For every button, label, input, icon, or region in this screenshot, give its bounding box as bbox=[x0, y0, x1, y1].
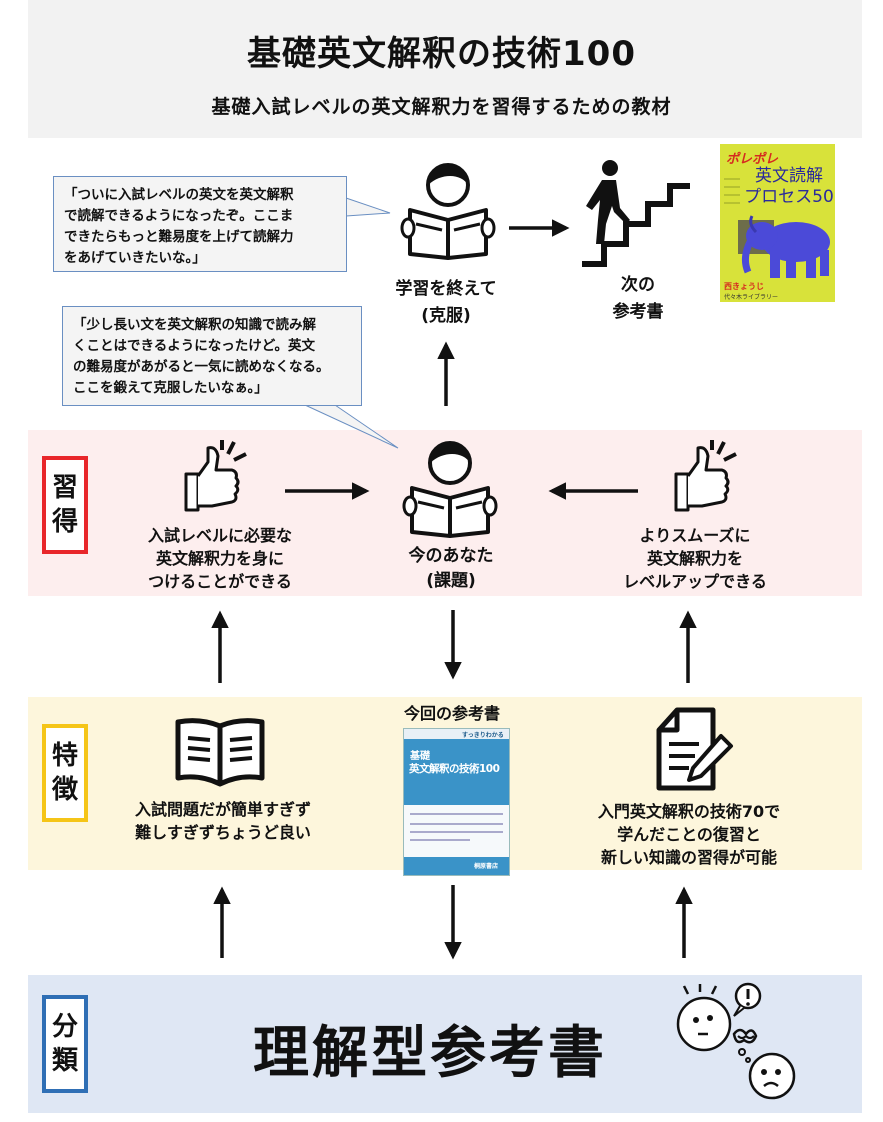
bubble-line: できたらもっと難易度を上げて読解力 bbox=[64, 229, 294, 245]
tag-char: 得 bbox=[51, 507, 78, 537]
next-book-title-line: プロセス50 bbox=[744, 187, 834, 207]
tag-char: 類 bbox=[51, 1046, 78, 1076]
document-pen-icon bbox=[656, 707, 733, 791]
shuutoku-left-caption: 入試レベルに必要な 英文解釈力を身に つけることができる bbox=[120, 524, 320, 593]
tag-char: 特 bbox=[51, 741, 78, 771]
bubble-line: で読解できるようになったぞ。ここま bbox=[64, 208, 294, 224]
current-book-publisher: 桐原書店 bbox=[474, 863, 499, 870]
current-book-label: 今回の参考書 bbox=[403, 704, 500, 723]
bubble-line: くことはできるようになったけど。英文 bbox=[73, 338, 316, 354]
header-panel bbox=[28, 0, 862, 138]
bubble-line: をあげていきたいな。」 bbox=[64, 250, 206, 266]
caption-line: 難しすぎずちょうど良い bbox=[135, 823, 311, 842]
mid-bubble-tail bbox=[304, 404, 399, 449]
current-book-kicker: 基礎 bbox=[410, 751, 430, 762]
caption-line: 参考書 bbox=[612, 302, 664, 322]
tokuchou-right-caption: 入門英文解釈の技術70で 学んだことの復習と 新しい知識の習得が可能 bbox=[586, 800, 792, 869]
caption-line: 学習を終えて bbox=[395, 279, 497, 299]
caption-line: (課題) bbox=[426, 571, 476, 591]
caption-line: 今のあなた bbox=[408, 546, 494, 566]
caption-line: 入試レベルに必要な bbox=[147, 526, 292, 545]
caption-line: つけることができる bbox=[148, 572, 292, 591]
caption-line: 次の bbox=[621, 275, 655, 295]
caption-line: 学んだことの復習と bbox=[617, 825, 761, 844]
tag-char: 習 bbox=[51, 473, 78, 503]
tag-char: 徴 bbox=[51, 775, 78, 805]
tokuchou-left-caption: 入試問題だが簡単すぎず 難しすぎずちょうど良い bbox=[110, 798, 336, 844]
current-book-panel bbox=[404, 805, 509, 857]
caption-line: 英文解釈力を bbox=[646, 549, 743, 568]
next-book-author: 西きょうじ bbox=[724, 282, 764, 291]
stairs-climber-icon bbox=[582, 160, 690, 267]
caption-line: 入門英文解釈の技術70で bbox=[597, 802, 781, 821]
after-study-caption: 学習を終えて (克服) bbox=[366, 276, 526, 330]
top-bubble-tail bbox=[345, 197, 391, 217]
shuutoku-right-caption: よりスムーズに 英文解釈力を レベルアップできる bbox=[600, 524, 790, 593]
bubble-line: 「少し長い文を英文解釈の知識で読み解 bbox=[73, 317, 316, 333]
caption-line: (克服) bbox=[421, 306, 471, 326]
tag-shuutoku: 習 得 bbox=[42, 456, 88, 554]
bubble-line: ここを鍛えて克服したいなぁ。」 bbox=[73, 380, 268, 396]
bubble-line: の難易度があがると一気に読めなくなる。 bbox=[73, 359, 330, 375]
caption-line: 入試問題だが簡単すぎず bbox=[134, 800, 311, 819]
reading-person-icon bbox=[400, 163, 496, 260]
caption-line: レベルアップできる bbox=[623, 572, 767, 591]
tag-bunrui: 分 類 bbox=[42, 995, 88, 1093]
elephant-icon bbox=[738, 215, 830, 278]
bunrui-band bbox=[28, 975, 862, 1113]
tag-char: 分 bbox=[51, 1012, 78, 1042]
mid-speech-bubble: 「少し長い文を英文解釈の知識で読み解 くことはできるようになったけど。英文 の難… bbox=[62, 306, 362, 406]
classification-text: 理解型参考書 bbox=[253, 1021, 607, 1086]
tag-tokuchou: 特 徴 bbox=[42, 724, 88, 822]
current-book-cover: すっきりわかる 基礎 英文解釈の技術100 桐原書店 bbox=[403, 728, 510, 876]
open-book-icon bbox=[175, 718, 265, 787]
next-book-series: ポレポレ bbox=[726, 152, 779, 167]
current-you-caption: 今のあなた (課題) bbox=[376, 544, 526, 594]
caption-line: 英文解釈力を身に bbox=[155, 549, 284, 568]
next-book-side-lines bbox=[724, 172, 740, 210]
page-title: 基礎英文解釈の技術100 bbox=[247, 34, 636, 74]
current-book-title: 英文解釈の技術100 bbox=[409, 763, 500, 775]
caption-line: よりスムーズに bbox=[639, 526, 751, 545]
thumbs-up-icon-right bbox=[674, 440, 737, 512]
bubble-line: 「ついに入試レベルの英文を英文解釈 bbox=[64, 187, 294, 203]
current-book-badge: すっきりわかる bbox=[462, 732, 504, 739]
next-book-cover: ポレポレ 英文読解 プロセス50 西きょうじ 代々木ライブラリー bbox=[720, 144, 835, 302]
next-book-title: 英文読解 プロセス50 bbox=[744, 166, 834, 208]
next-book-caption: 次の 参考書 bbox=[588, 272, 688, 326]
thumbs-up-icon-left bbox=[184, 440, 247, 512]
next-book-publisher: 代々木ライブラリー bbox=[724, 294, 779, 301]
top-speech-bubble: 「ついに入試レベルの英文を英文解釈 で読解できるようになったぞ。ここま できたら… bbox=[53, 176, 347, 272]
current-you-person-icon bbox=[402, 441, 498, 538]
thinking-faces-icon bbox=[676, 982, 796, 1100]
next-book-title-line: 英文読解 bbox=[755, 166, 823, 186]
caption-line: 新しい知識の習得が可能 bbox=[600, 848, 777, 867]
current-book-topstrip bbox=[404, 729, 509, 739]
page-subtitle: 基礎入試レベルの英文解釈力を習得するための教材 bbox=[211, 96, 672, 118]
